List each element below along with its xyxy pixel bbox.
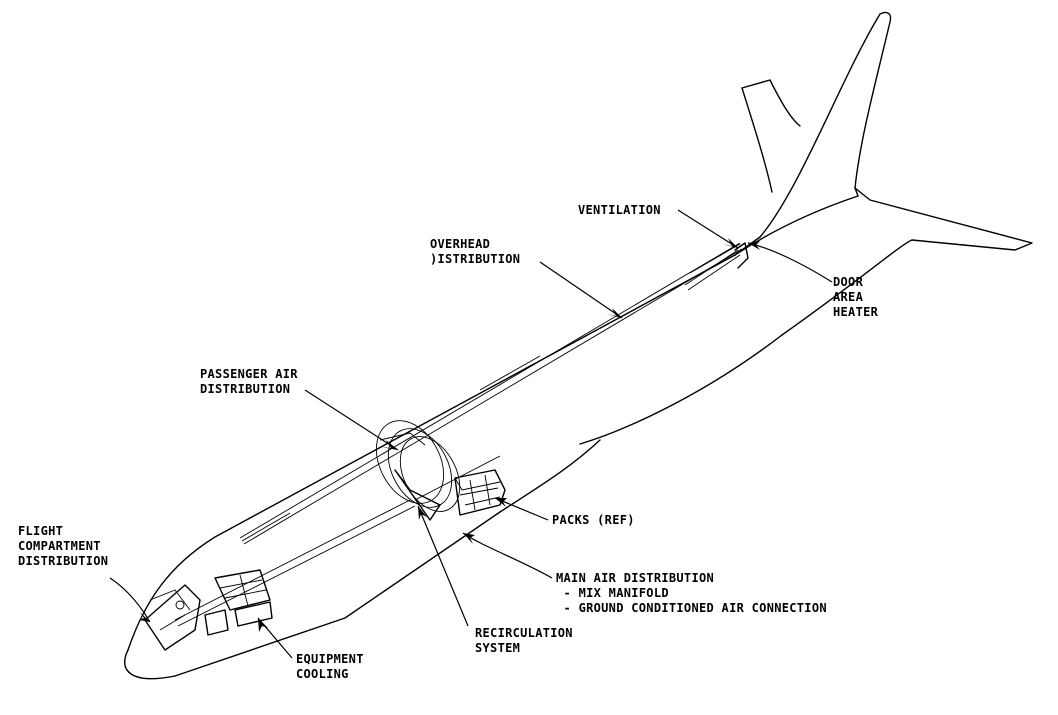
label-main-air-distribution: MAIN AIR DISTRIBUTION - MIX MANIFOLD - G… [556, 571, 827, 615]
fuselage-outline [124, 195, 913, 680]
label-overhead-distribution: OVERHEAD)ISTRIBUTION [430, 237, 521, 266]
dorsal-fin [741, 79, 801, 193]
horizontal-stabilizer [854, 187, 1033, 251]
leader-lines [109, 209, 833, 659]
leader-main [462, 532, 553, 579]
leader-flight [109, 577, 151, 623]
flight-deck-equipment [144, 584, 229, 651]
equipment-cooling-rack [214, 569, 273, 627]
passenger-air-ring [375, 420, 461, 521]
leader-passenger [304, 389, 399, 451]
leader-door [747, 242, 833, 283]
overhead-duct [239, 242, 743, 545]
leader-packs [494, 497, 549, 521]
aft-ventilation-duct [684, 242, 749, 291]
leader-overhead [539, 261, 623, 319]
label-ventilation: VENTILATION [578, 203, 661, 217]
packs-assembly [454, 469, 506, 516]
leader-recirculation [417, 505, 469, 627]
label-packs: PACKS (REF) [552, 513, 635, 527]
vertical-stabilizer [734, 11, 892, 256]
leader-ventilation [677, 209, 739, 249]
